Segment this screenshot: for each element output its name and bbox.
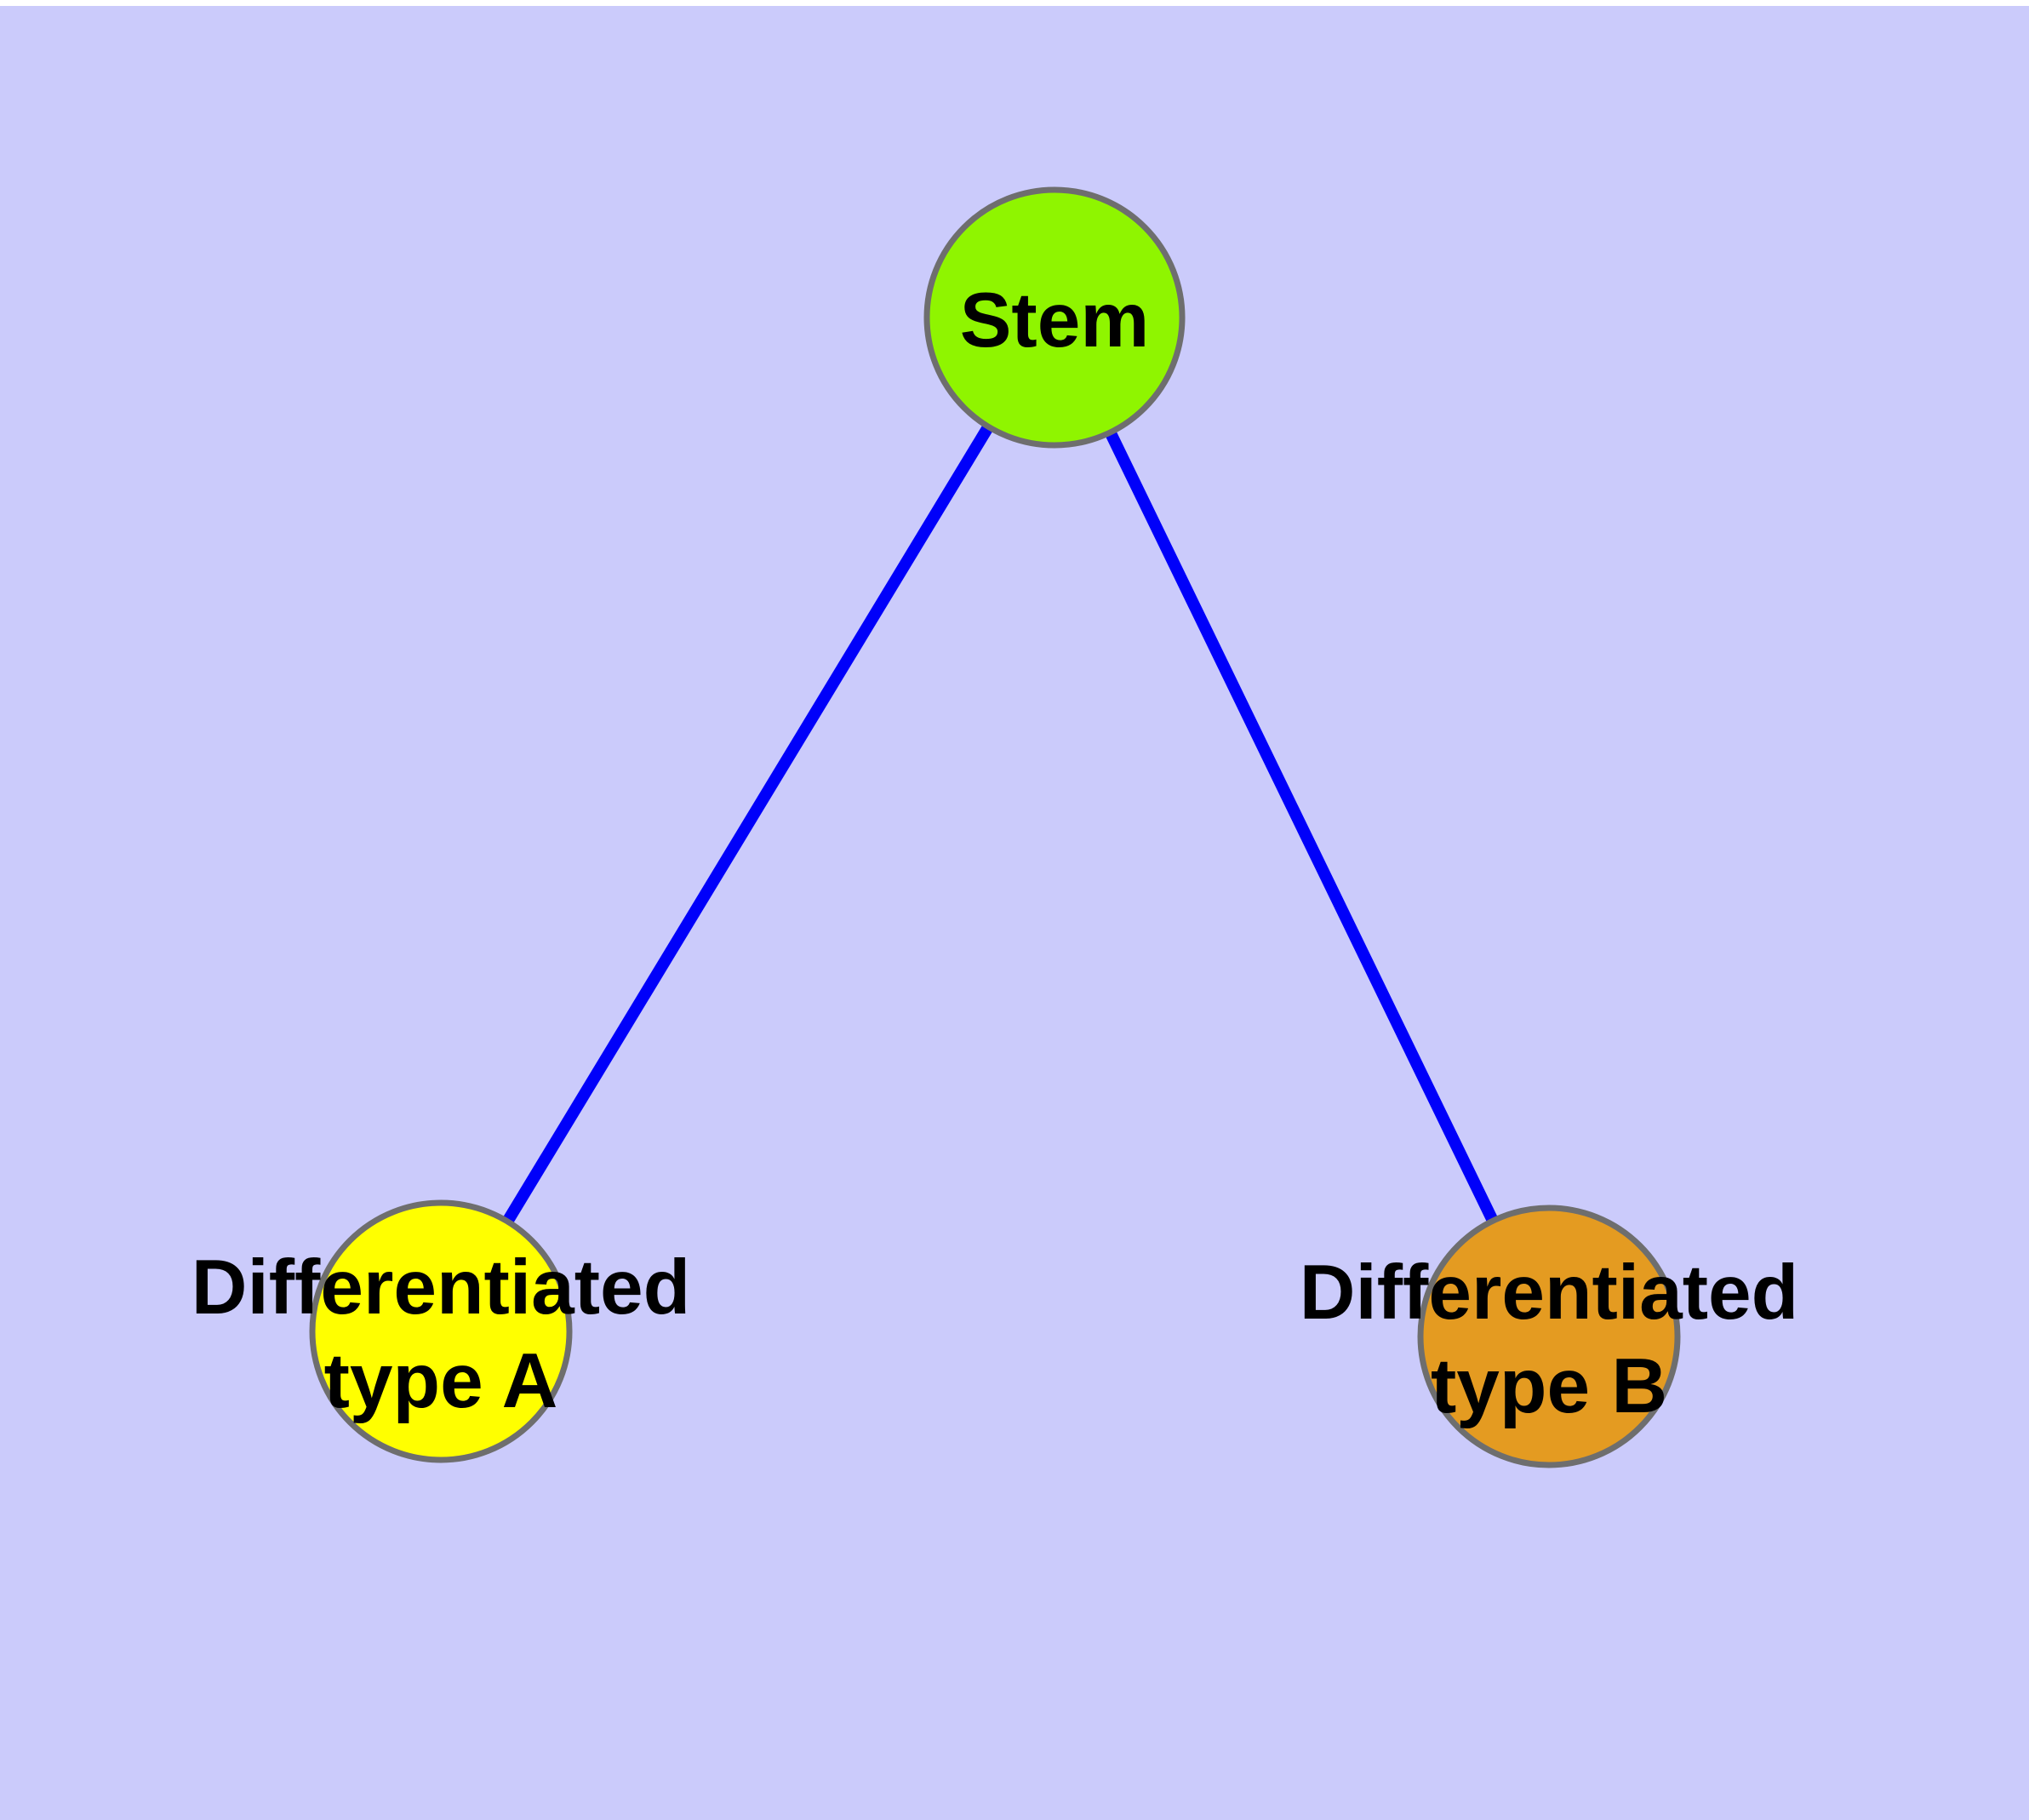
node-typeb-circle xyxy=(1417,1205,1681,1468)
node-typea-circle xyxy=(309,1199,573,1463)
edge-stem-typeb xyxy=(1049,314,1555,1340)
node-stem-circle xyxy=(923,186,1186,449)
edge-stem-typea xyxy=(436,314,1060,1335)
